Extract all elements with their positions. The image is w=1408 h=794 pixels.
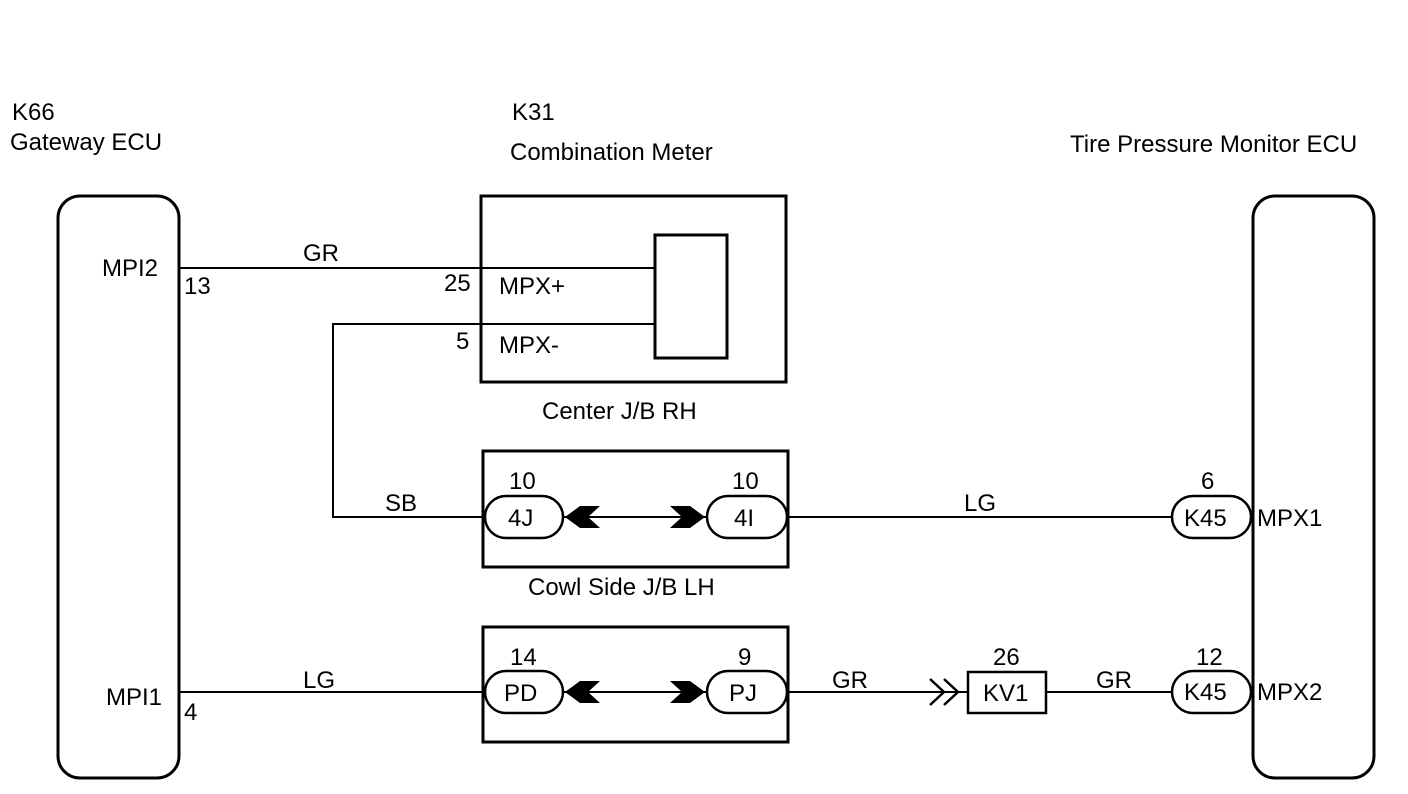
meter-pin-mpx-minus: MPX- — [499, 332, 559, 359]
wire-sb — [332, 323, 655, 518]
connector-4i-arrow-icon — [670, 506, 705, 528]
connector-k45-top-label: K45 — [1184, 505, 1227, 532]
connector-4j-label: 4J — [508, 505, 533, 532]
center-jb-label: Center J/B RH — [542, 398, 697, 425]
gateway-name: Gateway ECU — [10, 129, 162, 156]
gateway-pin-13: 13 — [184, 273, 211, 300]
gateway-pin-4: 4 — [184, 699, 197, 726]
gateway-code: K66 — [12, 99, 55, 126]
meter-internal-module — [653, 233, 729, 360]
connector-4i — [705, 494, 789, 540]
tpms-pin-mpx2: MPX2 — [1257, 679, 1322, 706]
connector-kv1 — [966, 670, 1048, 715]
connector-pd — [483, 669, 565, 715]
wire-color-gr-mid: GR — [832, 667, 868, 694]
connector-pj-pin: 9 — [738, 644, 751, 671]
combination-meter-body — [479, 194, 788, 384]
connector-k45-bottom — [1170, 669, 1253, 715]
wire-color-lg-mid: LG — [964, 490, 996, 517]
connector-pd-pin: 14 — [510, 644, 537, 671]
cowl-jb-label: Cowl Side J/B LH — [528, 574, 715, 601]
wire-color-gr-top: GR — [303, 240, 339, 267]
connector-4i-label: 4I — [734, 505, 754, 532]
connector-k45-top-pin: 6 — [1201, 468, 1214, 495]
connector-kv1-pin: 26 — [993, 644, 1020, 671]
connector-pd-label: PD — [504, 680, 537, 707]
kv1-chevron-outer-icon — [929, 678, 946, 706]
tpms-ecu-body — [1251, 194, 1376, 780]
meter-pin-25: 25 — [444, 270, 471, 297]
wire-color-gr-right: GR — [1096, 667, 1132, 694]
wire-color-sb: SB — [385, 490, 417, 517]
gateway-pin-mpi1: MPI1 — [106, 684, 162, 711]
meter-pin-mpx-plus: MPX+ — [499, 273, 565, 300]
connector-kv1-label: KV1 — [983, 680, 1028, 707]
connector-4j-pin: 10 — [509, 468, 536, 495]
tpms-pin-mpx1: MPX1 — [1257, 505, 1322, 532]
meter-name: Combination Meter — [510, 139, 713, 166]
connector-pj-arrow-icon — [670, 681, 705, 703]
connector-4j — [483, 494, 565, 540]
connector-k45-top — [1170, 494, 1253, 540]
meter-pin-5: 5 — [456, 328, 469, 355]
connector-4i-pin: 10 — [732, 468, 759, 495]
connector-pd-arrow-icon — [565, 681, 600, 703]
tpms-name: Tire Pressure Monitor ECU — [1070, 131, 1357, 158]
meter-code: K31 — [512, 99, 555, 126]
connector-pj — [705, 669, 789, 715]
connector-4j-arrow-icon — [565, 506, 600, 528]
kv1-chevron-inner-icon — [943, 678, 960, 706]
connector-k45-bottom-label: K45 — [1184, 679, 1227, 706]
gateway-pin-mpi2: MPI2 — [102, 255, 158, 282]
connector-pj-label: PJ — [729, 680, 757, 707]
connector-k45-bottom-pin: 12 — [1196, 644, 1223, 671]
wire-color-lg-bottom: LG — [303, 667, 335, 694]
gateway-ecu-body — [56, 194, 181, 780]
